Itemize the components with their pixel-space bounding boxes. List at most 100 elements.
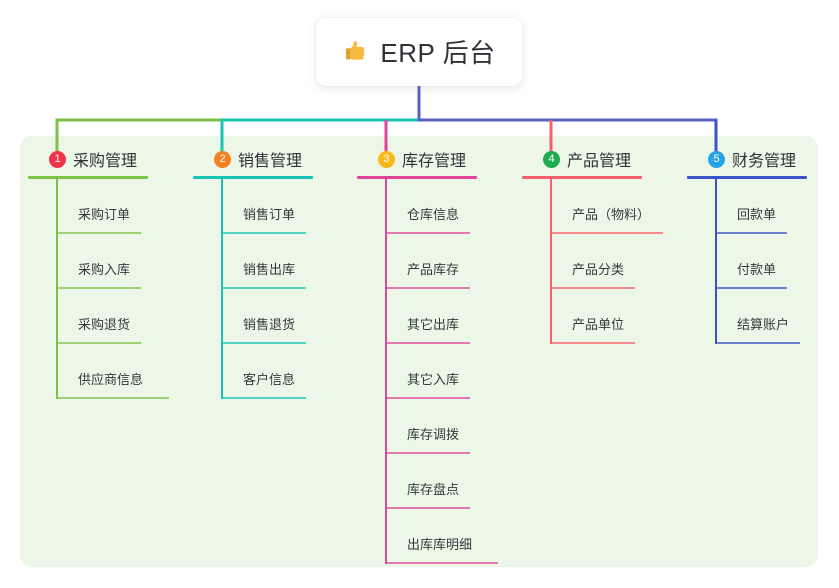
category-item-label: 客户信息	[243, 372, 296, 387]
category-item[interactable]: 其它出库	[357, 289, 477, 344]
category-item-list: 产品（物料） 产品分类产品单位	[522, 179, 663, 344]
category-column-4: 4 产品管理产品（物料） 产品分类产品单位	[522, 147, 663, 344]
category-underline	[193, 176, 313, 179]
category-item-list: 采购订单采购入库采购退货供应商信息	[28, 179, 169, 399]
category-item-underline	[56, 287, 141, 289]
root-node-content: ERP 后台	[342, 33, 495, 70]
category-spine-line	[550, 179, 552, 344]
category-item-underline	[221, 287, 306, 289]
category-title: 销售管理	[238, 153, 303, 170]
category-index-badge: 3	[378, 150, 395, 168]
category-item-underline	[56, 397, 169, 399]
category-item-underline	[385, 562, 498, 564]
category-item-label: 回款单	[737, 207, 777, 222]
category-item[interactable]: 其它入库	[357, 344, 477, 399]
category-item-label: 产品（物料）	[572, 207, 651, 222]
category-item-underline	[550, 232, 663, 234]
category-item[interactable]: 产品单位	[522, 289, 642, 344]
category-column-2: 2 销售管理销售订单销售出库销售退货客户信息	[193, 147, 313, 399]
category-index-badge: 1	[49, 150, 66, 168]
category-item-label: 库存盘点	[407, 482, 460, 497]
category-item-list: 仓库信息产品库存其它出库其它入库库存调拨库存盘点出库库明细	[357, 179, 498, 564]
category-item-label: 销售出库	[243, 262, 296, 277]
category-item-underline	[715, 342, 800, 344]
category-item-label: 产品库存	[407, 262, 460, 277]
category-index-badge: 2	[214, 150, 231, 168]
category-item[interactable]: 产品分类	[522, 234, 642, 289]
category-item-underline	[715, 287, 787, 289]
category-underline	[687, 176, 807, 179]
category-item[interactable]: 采购订单	[28, 179, 148, 234]
category-item-label: 产品分类	[572, 262, 625, 277]
category-item-underline	[550, 342, 635, 344]
category-index-badge: 5	[708, 150, 725, 168]
category-item[interactable]: 产品库存	[357, 234, 477, 289]
thumbs-up-icon	[346, 40, 365, 60]
category-item[interactable]: 库存盘点	[357, 454, 477, 509]
category-title: 库存管理	[402, 153, 467, 170]
category-item[interactable]: 采购退货	[28, 289, 148, 344]
category-item-label: 付款单	[737, 262, 777, 277]
category-item-underline	[385, 507, 470, 509]
category-title: 产品管理	[567, 153, 632, 170]
category-item-label: 供应商信息	[78, 372, 144, 387]
category-item-label: 仓库信息	[407, 207, 460, 222]
root-node-card[interactable]: ERP 后台	[316, 18, 522, 86]
category-column-1: 1 采购管理采购订单采购入库采购退货供应商信息	[28, 147, 169, 399]
category-item-underline	[221, 397, 306, 399]
category-item-label: 销售订单	[243, 207, 296, 222]
category-item-underline	[550, 287, 635, 289]
category-underline	[522, 176, 642, 179]
category-item-label: 采购入库	[78, 262, 131, 277]
category-item-list: 回款单付款单结算账户	[687, 179, 807, 344]
category-item-underline	[385, 232, 470, 234]
category-spine-line	[221, 179, 223, 399]
category-item-underline	[385, 452, 470, 454]
category-spine-line	[715, 179, 717, 344]
category-item-underline	[385, 397, 470, 399]
category-item[interactable]: 供应商信息	[28, 344, 169, 399]
category-item-label: 其它入库	[407, 372, 460, 387]
category-item-label: 产品单位	[572, 317, 625, 332]
category-item-list: 销售订单销售出库销售退货客户信息	[193, 179, 313, 399]
category-item[interactable]: 销售订单	[193, 179, 313, 234]
category-item-label: 采购订单	[78, 207, 131, 222]
category-header-1[interactable]: 1 采购管理	[28, 147, 148, 171]
category-title: 采购管理	[73, 153, 138, 170]
root-node-title: ERP 后台	[380, 37, 496, 68]
category-header-5[interactable]: 5 财务管理	[687, 147, 807, 171]
category-title: 财务管理	[732, 153, 797, 170]
category-item[interactable]: 销售出库	[193, 234, 313, 289]
category-header-2[interactable]: 2 销售管理	[193, 147, 313, 171]
category-item[interactable]: 结算账户	[687, 289, 807, 344]
category-underline	[28, 176, 148, 179]
category-item[interactable]: 采购入库	[28, 234, 148, 289]
category-item[interactable]: 仓库信息	[357, 179, 477, 234]
category-item-label: 结算账户	[737, 317, 790, 332]
category-item[interactable]: 付款单	[687, 234, 807, 289]
category-item-underline	[715, 232, 787, 234]
category-index-badge: 4	[543, 150, 560, 168]
category-spine-line	[385, 179, 387, 564]
category-item[interactable]: 客户信息	[193, 344, 313, 399]
category-item[interactable]: 回款单	[687, 179, 807, 234]
category-item-label: 销售退货	[243, 317, 296, 332]
category-item-underline	[221, 342, 306, 344]
category-header-4[interactable]: 4 产品管理	[522, 147, 642, 171]
category-item-underline	[56, 232, 141, 234]
category-item[interactable]: 产品（物料）	[522, 179, 663, 234]
diagram-panel-background	[20, 136, 818, 567]
category-column-5: 5 财务管理回款单付款单结算账户	[687, 147, 807, 344]
category-spine-line	[56, 179, 58, 399]
category-item[interactable]: 销售退货	[193, 289, 313, 344]
category-item[interactable]: 出库库明细	[357, 509, 498, 564]
category-underline	[357, 176, 477, 179]
category-item-label: 其它出库	[407, 317, 460, 332]
category-item-label: 采购退货	[78, 317, 131, 332]
category-item[interactable]: 库存调拨	[357, 399, 477, 454]
category-column-3: 3 库存管理仓库信息产品库存其它出库其它入库库存调拨库存盘点出库库明细	[357, 147, 498, 564]
category-item-underline	[385, 342, 470, 344]
category-item-underline	[385, 287, 470, 289]
category-header-3[interactable]: 3 库存管理	[357, 147, 477, 171]
